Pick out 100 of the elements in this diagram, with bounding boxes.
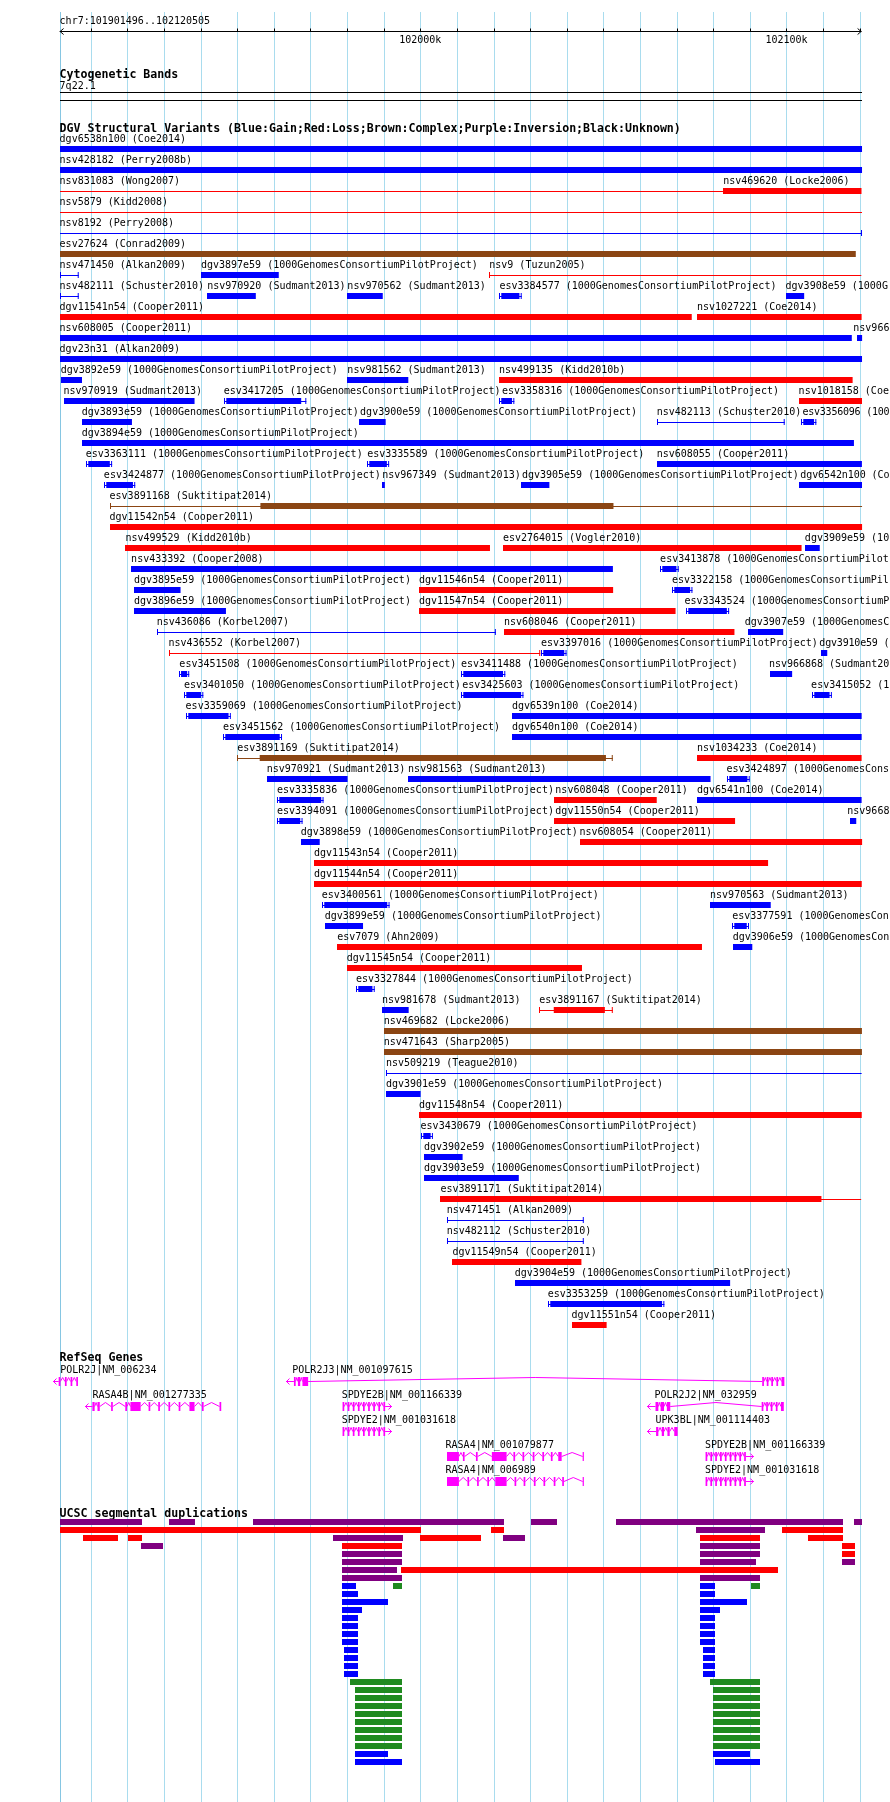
variant-label: nsv970563 (Sudmant2013)	[710, 890, 849, 900]
variant-label: esv3397016 (1000GenomesConsortiumPilotProject)	[540, 638, 818, 648]
variant-label: esv3358316 (1000GenomesConsortiumPilotProject)	[502, 386, 779, 396]
variant-label: dgv6539n100 (Coe2014)	[511, 701, 639, 711]
variant-label: esv3401050 (1000GenomesConsortiumPilotProject)	[183, 680, 461, 690]
variant-label: dgv3903e59 (1000GenomesConsortiumPilotProject)	[424, 1163, 701, 1173]
variant-label: nsv471451 (Alkan2009)	[446, 1205, 574, 1215]
segmental-duplication-bar	[700, 1615, 716, 1621]
gene-label: RASA4|NM_006989	[445, 1465, 536, 1475]
variant-label: nsv9 (Tuzun2005)	[489, 260, 586, 270]
variant-label: nsv482113 (Schuster2010)	[656, 407, 802, 417]
variant-label: nsv981562 (Sudmant2013)	[347, 365, 486, 375]
variant-label: esv3451508 (1000GenomesConsortiumPilotProject)	[179, 659, 457, 669]
variant-label: nsv509219 (Teague2010)	[385, 1058, 519, 1068]
cytoband-label: 7q22.1	[59, 81, 96, 92]
variant-label: esv3891168 (Suktitipat2014)	[109, 491, 273, 501]
segmental-duplication-bar	[713, 1711, 760, 1717]
variant-label: esv3400561 (1000GenomesConsortiumPilotProject)	[321, 890, 599, 900]
segmental-duplication-bar	[530, 1519, 557, 1525]
variant-label: dgv3897e59 (1000GenomesConsortiumPilotProject)	[200, 260, 478, 270]
tick-label: 102100k	[765, 35, 808, 45]
segmental-duplication-bar	[854, 1519, 862, 1525]
variant-label: dgv3899e59 (1000GenomesConsortiumPilotProject)	[324, 911, 602, 921]
segmental-duplication-bar	[700, 1575, 760, 1581]
segmental-duplication-bar	[702, 1647, 716, 1653]
variant-label: nsv436552 (Korbel2007)	[168, 638, 301, 648]
segmental-duplication-bar	[700, 1551, 760, 1557]
variant-label: dgv11551n54 (Cooper2011)	[571, 1310, 717, 1320]
variant-label: dgv3906e59 (1000GenomesCon	[732, 932, 890, 942]
segmental-duplication-bar	[400, 1567, 779, 1573]
segmental-duplication-bar	[709, 1679, 760, 1685]
segmental-duplication-bar	[702, 1655, 716, 1661]
variant-label: nsv608055 (Cooper2011)	[656, 449, 790, 459]
variant-label: dgv11547n54 (Cooper2011)	[418, 596, 564, 606]
segmental-duplication-bar	[342, 1639, 358, 1645]
segmental-duplication-bar	[420, 1535, 482, 1541]
segmental-duplication-bar	[502, 1535, 525, 1541]
variant-label: nsv970920 (Sudmant2013)	[207, 281, 346, 291]
variant-label: nsv428182 (Perry2008b)	[59, 155, 193, 165]
segmental-duplication-bar	[700, 1591, 716, 1597]
variant-label: dgv3909e59 (10	[804, 533, 890, 543]
variant-label: dgv3893e59 (1000GenomesConsortiumPilotProject)	[81, 407, 359, 417]
variant-label: dgv3905e59 (1000GenomesConsortiumPilotProject)	[521, 470, 799, 480]
gene-label: SPDYE2|NM_001031618	[704, 1465, 820, 1475]
variant-label: nsv499135 (Kidd2010b)	[498, 365, 626, 375]
segmental-duplication-bar	[700, 1543, 760, 1549]
gene-label: RASA4B|NM_001277335	[92, 1390, 207, 1400]
variant-label: dgv11541n54 (Cooper2011)	[59, 302, 205, 312]
variant-label: esv7079 (Ahn2009)	[337, 932, 440, 942]
variant-label: nsv966868 (Sudmant20	[768, 659, 890, 669]
variant-label: nsv469620 (Locke2006)	[723, 176, 850, 186]
variant-label: nsv970919 (Sudmant2013)	[63, 386, 203, 396]
segmental-duplication-bar	[355, 1711, 402, 1717]
variant-label: dgv3902e59 (1000GenomesConsortiumPilotProject)	[424, 1142, 701, 1152]
variant-label: esv3356096 (100	[802, 407, 890, 417]
variant-label: esv3425603 (1000GenomesConsortiumPilotProject)	[462, 680, 740, 690]
segmental-duplication-bar	[490, 1527, 504, 1533]
variant-label: nsv608005 (Cooper2011)	[59, 323, 193, 333]
segmental-duplication-bar	[702, 1671, 716, 1677]
variant-label: dgv3910e59 (	[819, 638, 890, 648]
segmental-duplication-bar	[713, 1703, 760, 1709]
variant-label: nsv1018158 (Coe	[798, 386, 889, 396]
variant-label: nsv436086 (Korbel2007)	[156, 617, 290, 627]
variant-label: nsv970562 (Sudmant2013)	[347, 281, 486, 291]
variant-label: nsv831083 (Wong2007)	[59, 176, 180, 186]
segmental-duplication-bar	[342, 1575, 402, 1581]
variant-label: esv3359069 (1000GenomesConsortiumPilotProject)	[185, 701, 463, 711]
segmental-duplication-bar	[714, 1759, 760, 1765]
variant-label: nsv482111 (Schuster2010)	[59, 281, 205, 291]
variant-label: dgv3898e59 (1000GenomesConsortiumPilotProject)	[300, 827, 578, 837]
track-title: DGV Structural Variants (Blue:Gain;Red:Loss;Brown:Complex;Purple:Inversion;Black:Unknown)	[59, 122, 681, 134]
segmental-duplication-bar	[343, 1655, 358, 1661]
segmental-duplication-bar	[169, 1519, 196, 1525]
track-title: RefSeq Genes	[59, 1352, 144, 1363]
region-label: chr7:101901496..102120505	[59, 16, 211, 26]
segmental-duplication-bar	[350, 1679, 402, 1685]
segmental-duplication-bar	[700, 1639, 716, 1645]
variant-label: dgv11549n54 (Cooper2011)	[452, 1247, 597, 1257]
variant-label: nsv967349 (Sudmant2013)	[382, 470, 521, 480]
segmental-duplication-bar	[355, 1759, 402, 1765]
variant-label: nsv970921 (Sudmant2013)	[266, 764, 406, 774]
variant-label: nsv608054 (Cooper2011)	[579, 827, 712, 837]
segmental-duplication-bar	[782, 1527, 843, 1533]
segmental-duplication-bar	[355, 1687, 402, 1693]
variant-label: dgv3900e59 (1000GenomesConsortiumPilotProject)	[360, 407, 638, 417]
segmental-duplication-bar	[355, 1751, 388, 1757]
variant-label: dgv3895e59 (1000GenomesConsortiumPilotProject)	[133, 575, 411, 585]
segmental-duplication-bar	[82, 1535, 119, 1541]
variant-label: esv3363111 (1000GenomesConsortiumPilotProject)	[85, 449, 363, 459]
segmental-duplication-bar	[355, 1735, 402, 1741]
variant-label: nsv499529 (Kidd2010b)	[125, 533, 252, 543]
variant-label: esv3335836 (1000GenomesConsortiumPilotProject)	[277, 785, 554, 795]
track-title: UCSC segmental duplications	[59, 1507, 249, 1519]
variant-label: esv3335589 (1000GenomesConsortiumPilotProject)	[367, 449, 645, 459]
segmental-duplication-bar	[615, 1519, 843, 1525]
segmental-duplication-bar	[342, 1567, 398, 1573]
gene-label: SPDYE2B|NM_001166339	[341, 1390, 463, 1400]
variant-label: dgv3901e59 (1000GenomesConsortiumPilotProject)	[385, 1079, 663, 1089]
segmental-duplication-bar	[700, 1583, 716, 1589]
variant-label: dgv6541n100 (Coe2014)	[697, 785, 824, 795]
